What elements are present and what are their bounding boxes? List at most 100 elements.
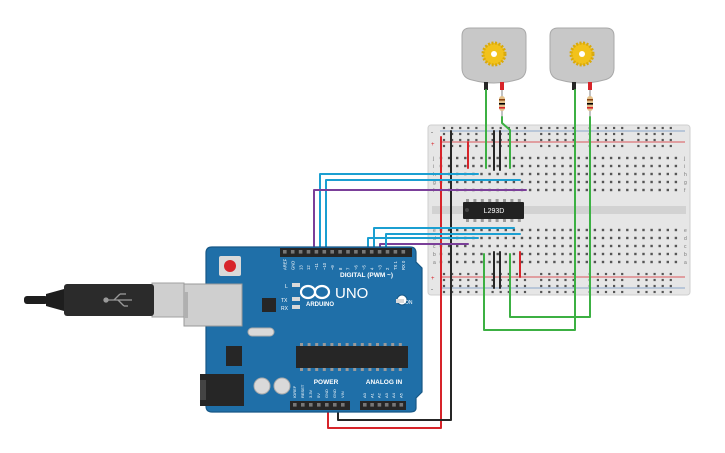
breadboard-hole[interactable] <box>585 156 588 160</box>
power-pin[interactable] <box>333 403 337 407</box>
rail-hole[interactable] <box>475 272 478 276</box>
rail-hole[interactable] <box>604 278 608 282</box>
digital-pin[interactable] <box>362 250 366 254</box>
rail-hole[interactable] <box>669 132 672 136</box>
rail-hole[interactable] <box>491 126 494 130</box>
rail-hole[interactable] <box>653 278 656 282</box>
breadboard-hole[interactable] <box>464 252 467 256</box>
wire-purple-1[interactable] <box>313 189 527 253</box>
breadboard-hole[interactable] <box>504 252 507 256</box>
rail-hole[interactable] <box>637 284 640 288</box>
breadboard-hole[interactable] <box>618 180 621 184</box>
rail-hole[interactable] <box>442 126 446 130</box>
breadboard-hole[interactable] <box>561 260 564 264</box>
breadboard-hole[interactable] <box>569 244 572 248</box>
rail-hole[interactable] <box>556 132 559 136</box>
breadboard-hole[interactable] <box>674 244 678 248</box>
breadboard-hole[interactable] <box>488 244 491 248</box>
rail-hole[interactable] <box>653 132 656 136</box>
breadboard-hole[interactable] <box>642 172 645 176</box>
rail-hole[interactable] <box>515 272 518 276</box>
breadboard-hole[interactable] <box>504 164 507 168</box>
breadboard-hole[interactable] <box>456 156 459 160</box>
breadboard-hole[interactable] <box>577 244 580 248</box>
breadboard-hole[interactable] <box>537 188 540 192</box>
breadboard-hole[interactable] <box>577 156 580 160</box>
rail-hole[interactable] <box>613 278 616 282</box>
breadboard-hole[interactable] <box>642 228 645 232</box>
breadboard-hole[interactable] <box>488 164 491 168</box>
rail-hole[interactable] <box>499 126 502 130</box>
rail-hole[interactable] <box>613 144 616 148</box>
breadboard-hole[interactable] <box>585 164 588 168</box>
wire-blue-4[interactable] <box>373 227 515 253</box>
rail-hole[interactable] <box>507 138 510 142</box>
rail-hole[interactable] <box>467 138 470 142</box>
breadboard-hole[interactable] <box>650 260 653 264</box>
breadboard-hole[interactable] <box>488 180 491 184</box>
breadboard-hole[interactable] <box>634 180 637 184</box>
rail-hole[interactable] <box>572 278 575 282</box>
rail-hole[interactable] <box>564 290 567 294</box>
rail-hole[interactable] <box>613 290 616 294</box>
rail-hole[interactable] <box>661 126 664 130</box>
breadboard-hole[interactable] <box>593 252 597 256</box>
breadboard-hole[interactable] <box>601 164 605 168</box>
rail-hole[interactable] <box>523 132 527 136</box>
analog-pin[interactable] <box>377 403 382 407</box>
breadboard-hole[interactable] <box>456 252 459 256</box>
rail-hole[interactable] <box>669 284 672 288</box>
rail-hole[interactable] <box>548 278 551 282</box>
digital-pin[interactable] <box>354 250 358 254</box>
breadboard-hole[interactable] <box>520 228 524 232</box>
breadboard-hole[interactable] <box>553 188 556 192</box>
rail-hole[interactable] <box>572 126 575 130</box>
wire-green-motor1-b[interactable] <box>501 116 511 169</box>
breadboard-hole[interactable] <box>528 156 532 160</box>
breadboard-hole[interactable] <box>626 164 629 168</box>
breadboard-hole[interactable] <box>585 188 588 192</box>
breadboard-hole[interactable] <box>520 180 524 184</box>
breadboard-hole[interactable] <box>472 252 475 256</box>
breadboard-hole[interactable] <box>569 156 572 160</box>
rail-hole[interactable] <box>451 126 454 130</box>
digital-pin[interactable] <box>322 250 327 254</box>
breadboard-hole[interactable] <box>480 156 483 160</box>
rail-hole[interactable] <box>459 138 462 142</box>
breadboard-hole[interactable] <box>674 180 678 184</box>
breadboard-hole[interactable] <box>504 172 507 176</box>
rail-hole[interactable] <box>621 132 624 136</box>
breadboard-hole[interactable] <box>472 244 475 248</box>
breadboard-hole[interactable] <box>496 260 499 264</box>
rail-hole[interactable] <box>467 126 470 130</box>
breadboard-hole[interactable] <box>561 188 564 192</box>
rail-hole[interactable] <box>572 284 575 288</box>
rail-hole[interactable] <box>548 138 551 142</box>
rail-hole[interactable] <box>604 132 608 136</box>
breadboard-hole[interactable] <box>480 260 483 264</box>
digital-pin[interactable] <box>369 250 374 254</box>
digital-pin[interactable] <box>306 250 311 254</box>
breadboard-hole[interactable] <box>666 188 669 192</box>
breadboard-hole[interactable] <box>626 228 629 232</box>
rail-hole[interactable] <box>556 284 559 288</box>
rail-hole[interactable] <box>540 138 543 142</box>
rail-hole[interactable] <box>556 278 559 282</box>
rail-hole[interactable] <box>621 138 624 142</box>
rail-hole[interactable] <box>467 284 470 288</box>
breadboard-hole[interactable] <box>512 260 516 264</box>
rail-hole[interactable] <box>669 272 672 276</box>
breadboard-hole[interactable] <box>512 180 516 184</box>
breadboard-hole[interactable] <box>528 236 532 240</box>
breadboard-hole[interactable] <box>609 164 613 168</box>
breadboard-hole[interactable] <box>618 228 621 232</box>
breadboard-hole[interactable] <box>658 156 661 160</box>
breadboard-hole[interactable] <box>447 180 451 184</box>
breadboard-hole[interactable] <box>537 252 540 256</box>
breadboard-hole[interactable] <box>488 252 491 256</box>
breadboard-hole[interactable] <box>634 228 637 232</box>
rail-hole[interactable] <box>613 132 616 136</box>
breadboard-hole[interactable] <box>609 244 613 248</box>
breadboard-hole[interactable] <box>553 172 556 176</box>
breadboard-hole[interactable] <box>585 260 588 264</box>
